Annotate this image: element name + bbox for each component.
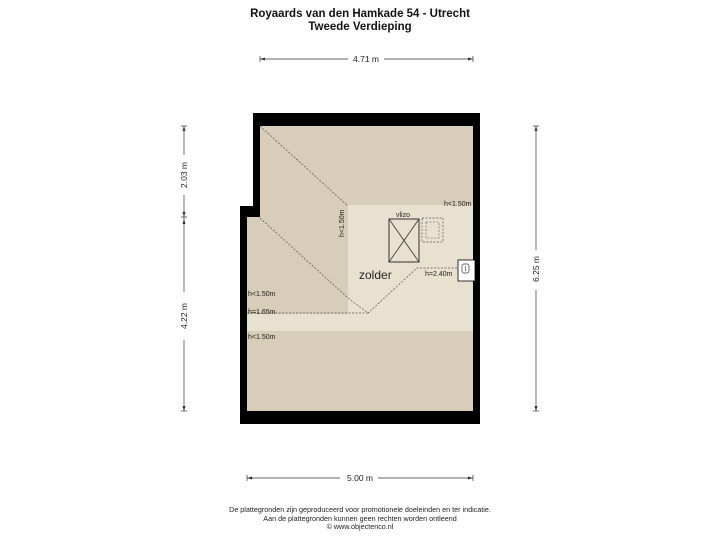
window xyxy=(457,259,476,282)
disclaimer-line-1: De plattegronden zijn geproduceerd voor … xyxy=(229,505,491,514)
plan-title: Royaards van den Hamkade 54 - Utrecht xyxy=(250,8,470,20)
dimension-right xyxy=(533,125,539,412)
dimension-bottom-label: 5.00 m xyxy=(347,473,373,483)
height-label-right-top: h<1.50m xyxy=(444,201,472,208)
room-label-zolder: zolder xyxy=(359,268,392,282)
height-label-vertical: h<1.50m xyxy=(339,209,346,237)
copyright-link[interactable]: © www.objectenco.nl xyxy=(326,522,394,531)
dimension-left-lower-label: 4.22 m xyxy=(179,303,189,329)
dimension-left-lower xyxy=(181,216,187,412)
height-label-right-mid: h=2.40m xyxy=(425,271,453,278)
dimension-top-label: 4.71 m xyxy=(353,54,379,64)
roof-line-diagonal xyxy=(259,125,349,207)
vlizo-hatch xyxy=(388,218,420,263)
plan-subtitle: Tweede Verdieping xyxy=(308,21,412,33)
vlizo-stairs xyxy=(421,217,444,243)
disclaimer-line-2: Aan de plattegronden kunnen geen rechten… xyxy=(263,513,457,523)
window-icon xyxy=(461,263,470,274)
dimension-right-label: 6.25 m xyxy=(531,256,541,282)
height-label-left-upper: h<1.50m xyxy=(248,291,276,298)
dimension-left-upper-label: 2.03 m xyxy=(179,162,189,188)
height-label-left-lower: h<1.50m xyxy=(248,334,276,341)
room-label-vlizo: vlizo xyxy=(396,212,410,219)
height-label-left-middle: h=1.65m xyxy=(248,309,276,316)
floor-high-area xyxy=(247,205,473,331)
